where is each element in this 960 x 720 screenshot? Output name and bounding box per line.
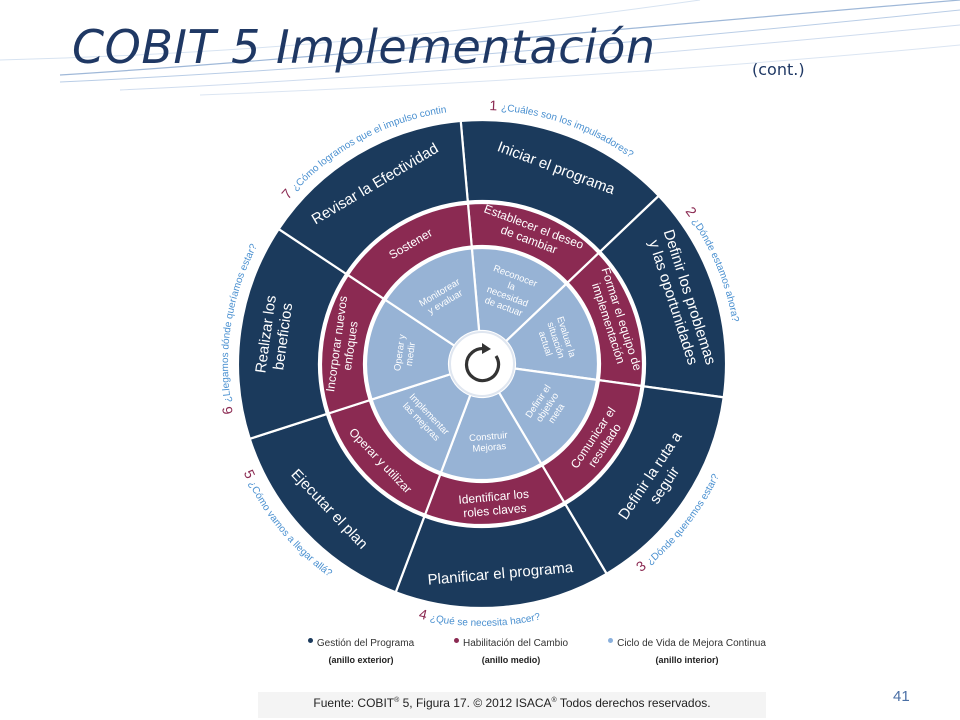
page-title-suffix: (cont.) [752,60,805,79]
legend-item: Ciclo de Vida de Mejora Continua (anillo … [592,638,782,665]
slide-number: 41 [893,688,910,705]
footer-registered-mark: ® [551,697,557,704]
legend-sublabel: (anillo medio) [481,655,541,665]
inner-segment-label: Operar ymedir [392,333,419,373]
footer-prefix: Fuente: COBIT [313,696,395,710]
outer-ring [236,118,728,610]
legend-item: Habilitación del Cambio (anillo medio) [436,638,586,665]
center-hub [449,331,515,397]
legend-sublabel: (anillo exterior) [328,655,394,665]
middle-segment [346,202,473,301]
page-title: COBIT 5 Implementación [72,20,656,74]
legend-dot-icon [608,638,614,643]
legend-dot-icon [307,638,313,643]
cycle-arrow-icon [464,343,501,383]
footer-background [258,692,766,718]
legend-item: Gestión del Programa (anillo exterior) [296,638,426,665]
legend-label: Ciclo de Vida de Mejora Continua [617,638,766,649]
legend-sublabel: (anillo interior) [655,655,719,665]
middle-ring [319,201,645,527]
legend-dot-icon [453,638,459,643]
middle-segment-label: Identificar losroles claves [458,487,531,521]
legend-label: Gestión del Programa [316,638,415,649]
inner-segment-label: ConstruirMejoras [469,430,509,455]
outer-segment [277,119,469,276]
header-swoosh-lines [0,0,960,96]
footer-middle: 5, Figura 17. © 2012 ISACA [399,696,552,710]
legend-label: Habilitación del Cambio [462,638,569,649]
source-footer: Fuente: COBIT® 5, Figura 17. © 2012 ISAC… [258,696,766,710]
footer-suffix: Todos derechos reservados. [556,696,711,710]
footer-registered-mark: ® [394,697,400,704]
